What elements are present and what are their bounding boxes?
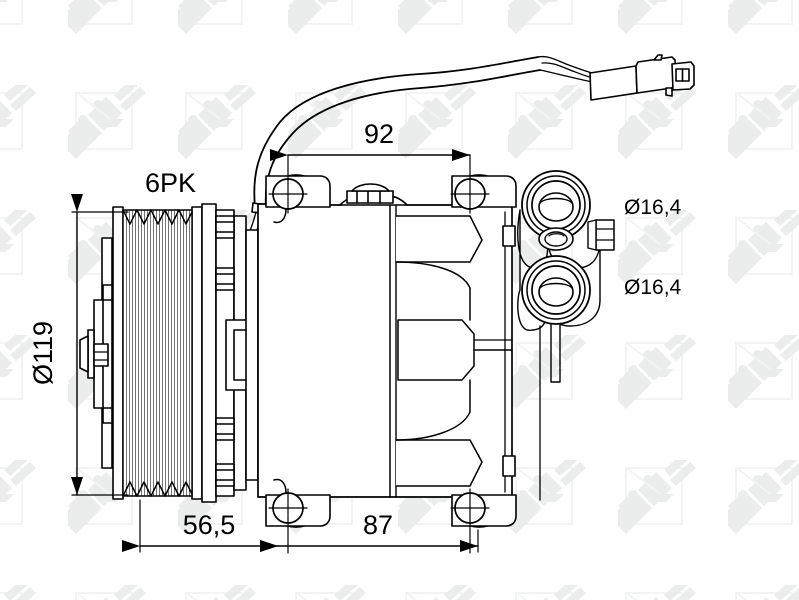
- mounting-ear-top-right: [450, 174, 517, 214]
- pulley: [79, 206, 203, 500]
- dimension-label-56-5: 56,5: [183, 510, 236, 540]
- port-retaining-bolt: [587, 219, 615, 251]
- clutch-hub: [201, 203, 259, 503]
- dimension-dia-119: [70, 193, 129, 496]
- centre-port: [538, 227, 574, 251]
- mounting-ear-top-left: [265, 174, 331, 224]
- dimension-label-dia-119: Ø119: [28, 321, 58, 385]
- mounting-ear-bottom-right: [450, 488, 517, 554]
- clutch-bolts: [215, 215, 235, 487]
- top-bolt-boss: [339, 183, 408, 206]
- mounting-ears: [265, 174, 517, 554]
- discharge-port: [521, 255, 591, 325]
- compressor-body: [257, 174, 516, 528]
- suction-port: [521, 170, 591, 240]
- dimension-label-92: 92: [364, 119, 394, 149]
- electrical-connector: [589, 54, 695, 101]
- pulley-profile-label-6pk: 6PK: [145, 168, 196, 198]
- dimension-label-87: 87: [363, 510, 393, 540]
- port-assembly: [517, 170, 615, 501]
- dimension-56-5-and-87: [121, 499, 479, 553]
- mounting-ear-bottom-left: [265, 478, 331, 554]
- port-label-upper-dia-16-4: Ø16,4: [624, 196, 682, 219]
- port-label-lower-dia-16-4: Ø16,4: [624, 276, 682, 299]
